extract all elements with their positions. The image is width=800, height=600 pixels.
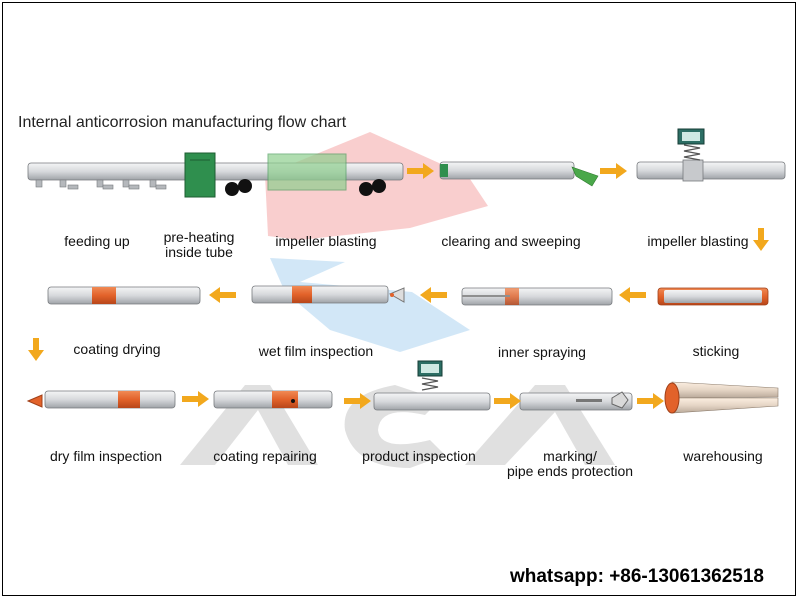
flow-arrows bbox=[28, 163, 769, 409]
impeller-blasting-machine bbox=[225, 153, 386, 196]
clearing-sweeping-equipment bbox=[439, 161, 599, 187]
inner-spraying-equipment bbox=[461, 287, 613, 306]
step-label-clearing-and-sweeping: clearing and sweeping bbox=[441, 233, 581, 249]
product-inspection-equipment bbox=[373, 360, 491, 411]
coating-drying-equipment bbox=[47, 286, 201, 305]
step-label-coating-repairing: coating repairing bbox=[213, 448, 317, 464]
step-label-marking-pipe-ends-protection: marking/pipe ends protection bbox=[506, 448, 634, 479]
arrow-right-5 bbox=[494, 393, 521, 409]
step-label-wet-film-inspection: wet film inspection bbox=[258, 343, 374, 359]
watermark-blue-shape bbox=[270, 258, 470, 352]
pre-heating-unit bbox=[184, 152, 216, 198]
step-label-impeller-blasting-2: impeller blasting bbox=[647, 233, 749, 249]
arrow-down-1 bbox=[753, 228, 769, 251]
step-label-inner-spraying: inner spraying bbox=[498, 344, 586, 360]
arrow-left-1 bbox=[619, 287, 646, 303]
arrow-right-3 bbox=[182, 391, 209, 407]
warehousing-pipe-stack bbox=[664, 381, 779, 414]
step-label-product-inspection: product inspection bbox=[362, 448, 476, 464]
arrow-right-2 bbox=[600, 163, 627, 179]
step-label-impeller-blasting: impeller blasting bbox=[275, 233, 377, 249]
arrow-right-1 bbox=[407, 163, 434, 179]
step-label-dry-film-inspection: dry film inspection bbox=[49, 448, 163, 464]
step-label-coating-drying: coating drying bbox=[73, 341, 161, 357]
whatsapp-contact: whatsapp: +86-13061362518 bbox=[509, 566, 764, 587]
watermark-letter-a-left bbox=[180, 385, 318, 465]
sticking-equipment bbox=[657, 287, 769, 306]
arrow-left-3 bbox=[209, 287, 236, 303]
arrow-right-6 bbox=[637, 393, 664, 409]
step-label-sticking: sticking bbox=[692, 343, 740, 359]
wet-film-inspection-equipment bbox=[251, 285, 405, 304]
coating-repairing-equipment bbox=[213, 390, 333, 409]
impeller-blasting-equipment-2 bbox=[636, 128, 786, 182]
arrow-down-2 bbox=[28, 338, 44, 361]
marking-equipment bbox=[519, 391, 633, 411]
support-brackets bbox=[35, 179, 167, 190]
arrow-left-2 bbox=[420, 287, 447, 303]
dry-film-inspection-equipment bbox=[26, 390, 176, 409]
step-label-feeding-up: feeding up bbox=[64, 233, 130, 249]
step-label-warehousing: warehousing bbox=[683, 448, 763, 464]
diagram-title: Internal anticorrosion manufacturing flo… bbox=[18, 114, 347, 131]
arrow-right-4 bbox=[344, 393, 371, 409]
